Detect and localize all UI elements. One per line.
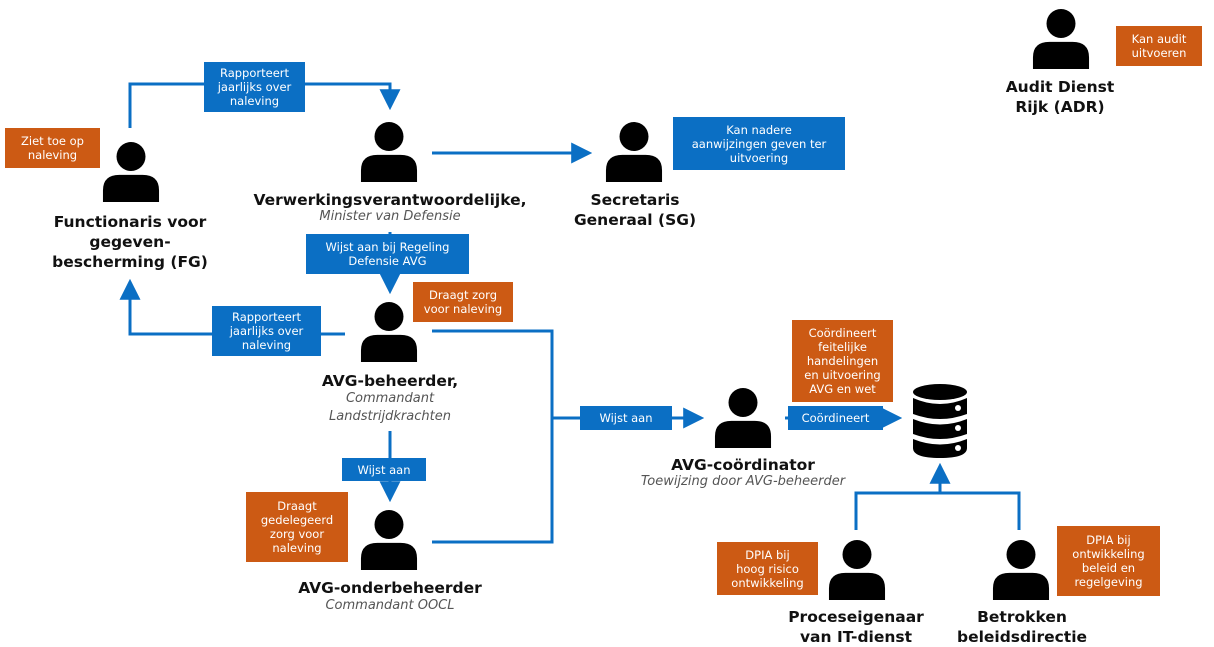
person-icon	[102, 142, 160, 202]
node-vv-subtitle: Minister van Defensie	[319, 209, 461, 224]
person-icon	[360, 122, 418, 182]
person-icon	[714, 388, 772, 448]
label-beheerder-to-fg: Rapporteert jaarlijks over naleving	[212, 306, 321, 356]
node-beleid-title: Betrokken beleidsdirectie	[956, 608, 1088, 646]
label-to-coordinator: Wijst aan	[580, 406, 672, 430]
node-beheerder-subtitle: Commandant Landstrijdkrachten	[329, 391, 451, 424]
node-beheerder-title: AVG-beheerder,	[321, 372, 459, 390]
person-icon	[360, 510, 418, 570]
note-beheerder: Draagt zorg voor naleving	[413, 282, 513, 322]
person-icon	[992, 540, 1050, 600]
note-proces: DPIA bij hoog risico ontwikkeling	[717, 542, 818, 595]
node-vv-title: Verwerkingsverantwoordelijke,	[253, 191, 527, 209]
database-icon	[913, 384, 967, 458]
label-coordinator-to-db: Coördineert	[788, 406, 883, 430]
person-icon	[828, 540, 886, 600]
edge-proces-to-db	[854, 491, 1021, 530]
note-onderbeheerder: Draagt gedelegeerd zorg voor naleving	[246, 492, 348, 562]
note-beleid: DPIA bij ontwikkeling beleid en regelgev…	[1057, 526, 1160, 596]
node-audit-title: Audit Dienst Rijk (ADR)	[1005, 78, 1115, 116]
note-coordinator: Coördineert feitelijke handelingen en ui…	[792, 320, 893, 402]
node-onderbeheerder-subtitle: Commandant OOCL	[325, 598, 455, 613]
note-fg: Ziet toe op naleving	[5, 128, 100, 168]
node-coordinator-subtitle: Toewijzing door AVG-beheerder	[640, 474, 846, 489]
node-onderbeheerder-title: AVG-onderbeheerder	[298, 579, 482, 597]
person-icon	[360, 302, 418, 362]
label-beheerder-to-onder: Wijst aan	[342, 458, 426, 481]
node-coordinator-title: AVG-coördinator	[671, 456, 815, 474]
label-vv-to-sg: Kan nadere aanwijzingen geven ter uitvoe…	[673, 117, 845, 170]
label-fg-to-vv: Rapporteert jaarlijks over naleving	[204, 62, 305, 112]
person-icon	[1032, 9, 1090, 69]
label-vv-to-beheerder: Wijst aan bij Regeling Defensie AVG	[306, 234, 469, 274]
node-proces-title: Proceseigenaar van IT-dienst	[788, 608, 924, 646]
edge-onder-to-coordinator	[432, 418, 554, 544]
node-fg-title: Functionaris voor gegeven- bescherming (…	[52, 213, 208, 271]
node-sg-title: Secretaris Generaal (SG)	[573, 191, 697, 229]
note-audit: Kan audit uitvoeren	[1116, 26, 1202, 66]
person-icon	[605, 122, 663, 182]
